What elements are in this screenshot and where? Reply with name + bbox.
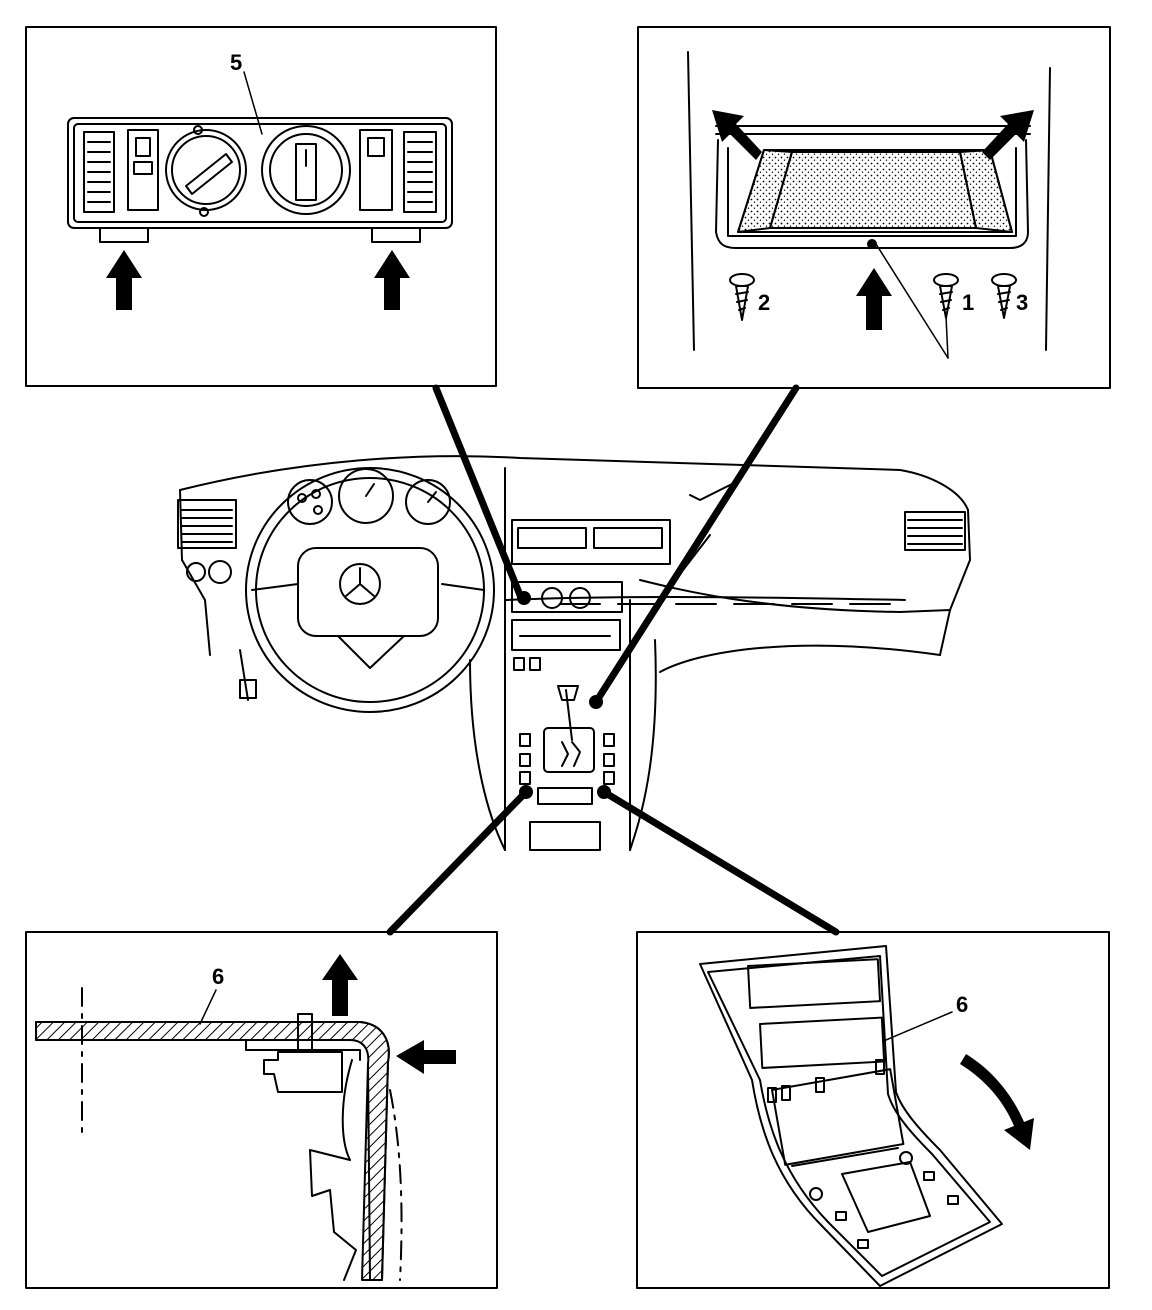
centre-stack [469,519,671,851]
dashboard-drawing [177,455,971,851]
right-air-vent [904,511,966,551]
panel-console-cover: 6 [636,931,1110,1289]
screw-1 [933,273,959,319]
up-arrow-left [106,250,142,310]
console-cover-drawing [699,945,1003,1287]
gear-selector [519,685,615,851]
tray-drawing [715,125,1031,249]
left-arrow-section [396,1040,456,1074]
label-2: 2 [758,290,770,315]
climate-control-unit [67,117,453,243]
label-6-section: 6 [212,964,224,989]
up-arrow-tray [856,268,892,330]
left-air-vent [177,499,237,584]
label-6-console: 6 [956,992,968,1017]
diag-arrow-right [982,110,1034,160]
label-3: 3 [1016,290,1028,315]
panel-section-view: 6 [25,931,498,1289]
screw-2 [729,273,755,321]
curved-arrow-console [960,1054,1034,1150]
up-arrow-section [322,954,358,1016]
panel-tray: 2 1 3 [637,26,1111,389]
panel-climate-control: 5 [25,26,497,387]
callout-leaders [386,384,840,936]
screw-3 [991,273,1017,319]
section-drawing [35,1013,403,1281]
label-1: 1 [962,290,974,315]
steering-wheel [239,467,495,713]
up-arrow-right [374,250,410,310]
label-5: 5 [230,50,242,75]
diag-arrow-left [712,110,762,160]
